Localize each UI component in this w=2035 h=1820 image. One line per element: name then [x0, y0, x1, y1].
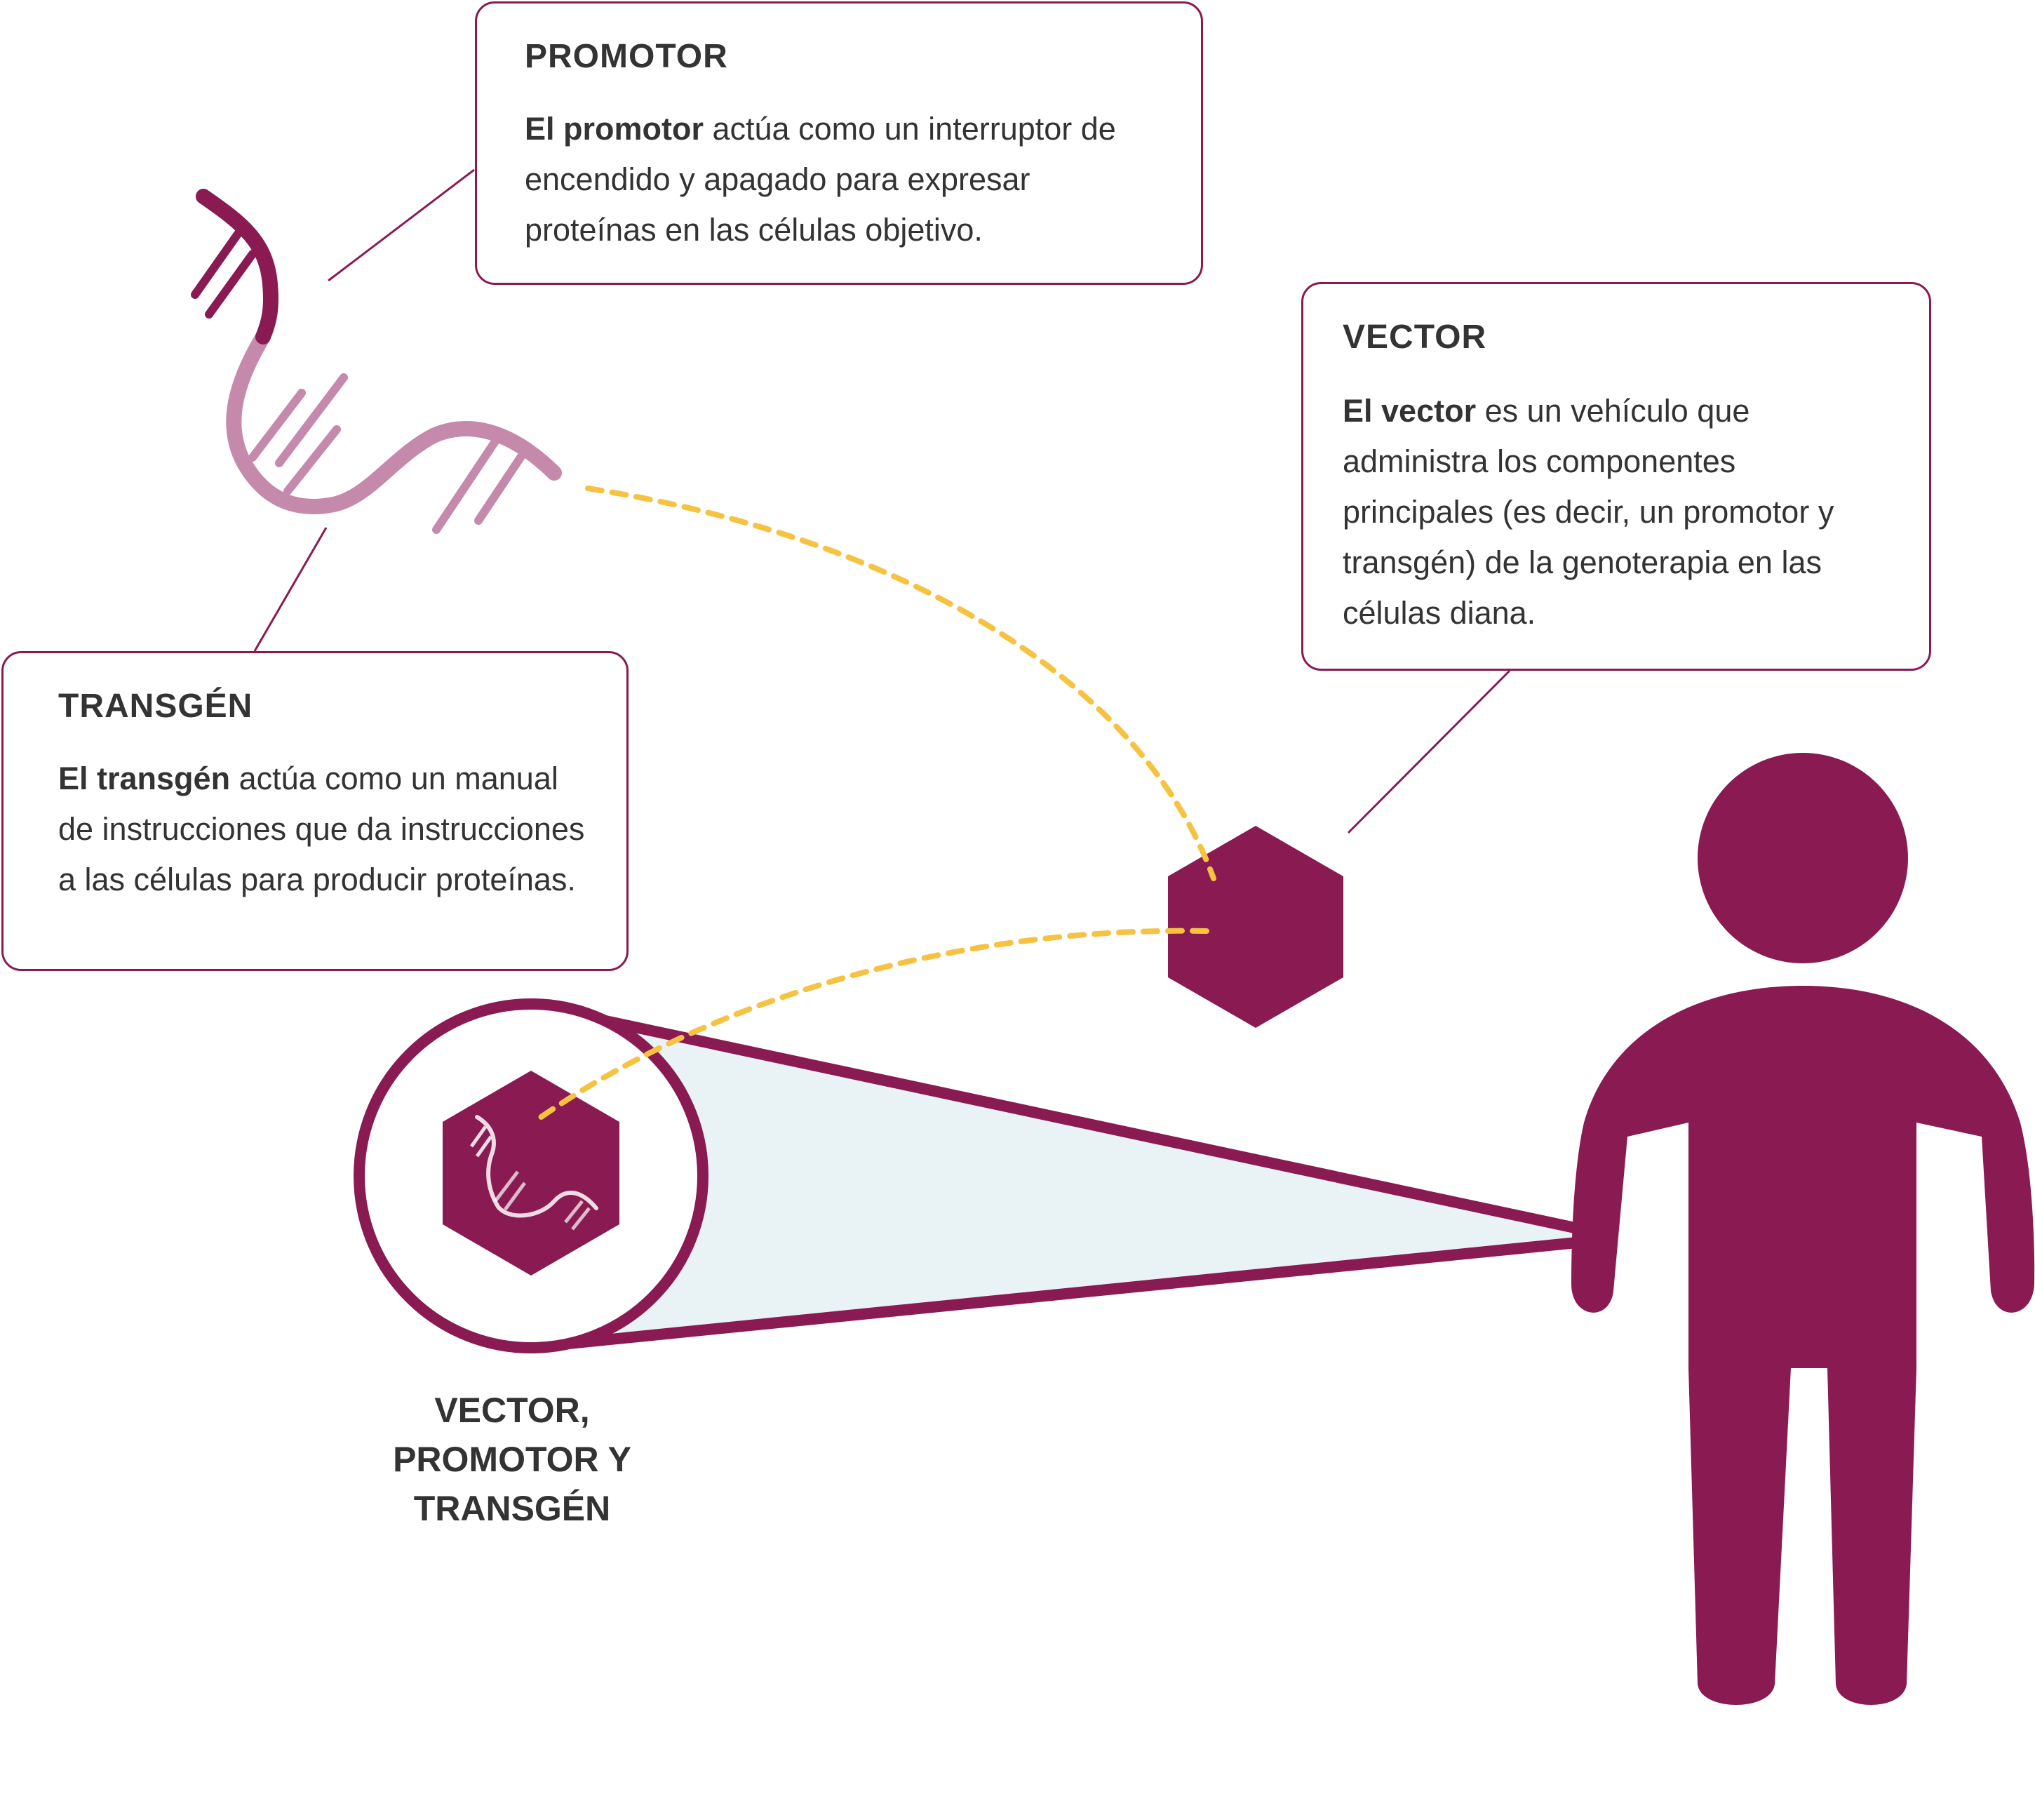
magnifier-cone-bottom-edge [528, 1235, 1604, 1353]
person-icon [1571, 753, 2035, 1705]
transgen-title: TRANSGÉN [58, 688, 253, 725]
promotor-callout: PROMOTOR El promotor actúa como un inter… [475, 1, 1203, 285]
combined-label-line2: PROMOTOR Y [393, 1440, 631, 1479]
transgen-description: El transgén actúa como un manual de inst… [58, 754, 598, 905]
promotor-bold-lead: El promotor [525, 111, 704, 147]
promotor-leader-line [328, 168, 475, 282]
promotor-body-text: actúa como un interruptor de encendido y… [525, 111, 1116, 248]
magnifier-cone [565, 1010, 1596, 1344]
dashed-path-dna-to-vector [585, 486, 1216, 881]
small-vector-hexagon-icon [443, 1071, 619, 1276]
combined-label-line3: TRANSGÉN [413, 1489, 611, 1528]
dashed-path-vector-to-magnifier [530, 928, 1209, 1125]
vector-description: El vector es un vehículo que administra … [1343, 386, 1887, 638]
transgen-leader-line [253, 527, 328, 652]
promotor-title: PROMOTOR [525, 38, 728, 75]
dna-strand-icon [191, 189, 562, 534]
vector-title: VECTOR [1343, 319, 1487, 356]
vector-leader-line [1347, 669, 1511, 834]
transgen-callout: TRANSGÉN El transgén actúa como un manua… [1, 651, 629, 971]
vector-hexagon-icon [1168, 826, 1343, 1028]
transgen-body-text: actúa como un manual de instrucciones qu… [58, 761, 585, 897]
combined-label-line1: VECTOR, [434, 1391, 590, 1430]
combined-label: VECTOR, PROMOTOR Y TRANSGÉN [330, 1386, 694, 1533]
vector-bold-lead: El vector [1343, 393, 1477, 429]
magnifier-cone-top-edge [528, 1000, 1604, 1238]
vector-callout: VECTOR El vector es un vehículo que admi… [1301, 282, 1931, 671]
transgen-bold-lead: El transgén [58, 761, 231, 796]
vector-body-text: es un vehículo que administra los compon… [1343, 393, 1834, 631]
promotor-description: El promotor actúa como un interruptor de… [525, 104, 1159, 255]
